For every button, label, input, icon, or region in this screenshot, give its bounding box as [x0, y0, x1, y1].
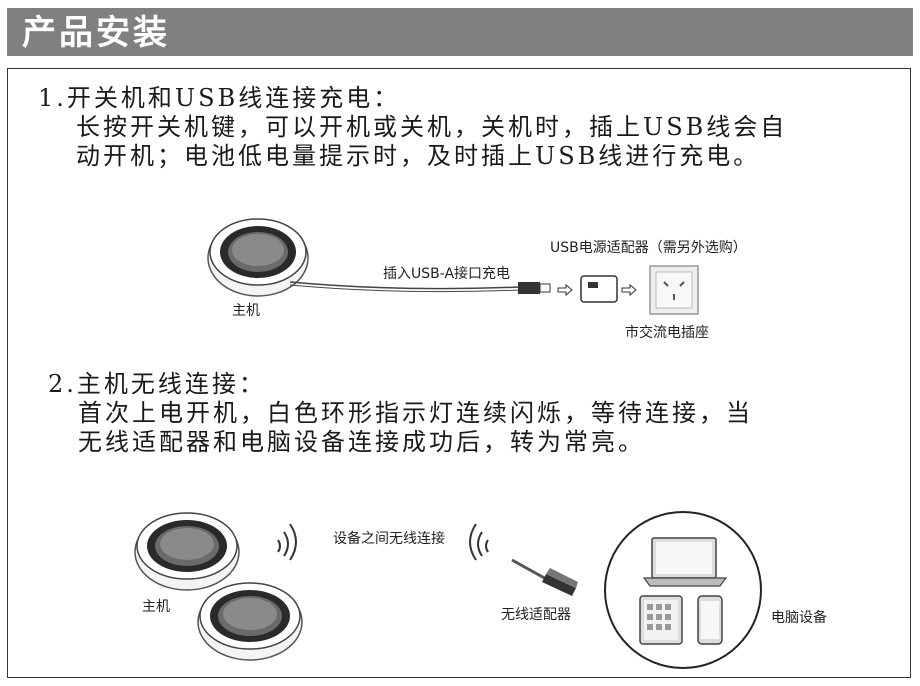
wireless-signal-icon	[469, 523, 489, 561]
computer-devices-icon	[604, 511, 762, 669]
header-bar	[7, 8, 913, 56]
usb-adapter-icon	[580, 275, 618, 303]
step2-body-line1: 首次上电开机，白色环形指示灯连续闪烁，等待连接，当	[78, 399, 753, 427]
step1-body-line1: 长按开关机键，可以开机或关机，关机时，插上USB线会自	[76, 113, 788, 141]
step1-body-line2: 动开机；电池低电量提示时，及时插上USB线进行充电。	[76, 142, 761, 170]
adapter-label: USB电源适配器（需另外选购）	[550, 240, 747, 256]
wireless-label: 设备之间无线连接	[333, 531, 445, 547]
page-title: 产品安装	[22, 13, 170, 53]
step2-title: 2.主机无线连接：	[48, 370, 266, 398]
step2-host-label: 主机	[142, 599, 170, 615]
wireless-dongle-icon	[511, 558, 578, 596]
speaker-host-icon	[197, 582, 303, 661]
arrow-icon	[557, 283, 637, 297]
usb-plug-icon	[518, 282, 551, 294]
computer-label: 电脑设备	[771, 610, 827, 626]
step1-host-label: 主机	[232, 303, 260, 319]
cable-label: 插入USB-A接口充电	[383, 266, 511, 282]
socket-label: 市交流电插座	[625, 325, 709, 341]
wall-socket-icon	[649, 265, 699, 315]
dongle-label: 无线适配器	[501, 607, 571, 623]
step1-title: 1.开关机和USB线连接充电：	[38, 84, 401, 112]
content-frame	[7, 68, 911, 678]
step2-body-line2: 无线适配器和电脑设备连接成功后，转为常亮。	[78, 428, 645, 456]
wireless-signal-icon	[277, 523, 297, 561]
speaker-host-icon	[134, 512, 240, 591]
speaker-host-icon	[207, 218, 309, 297]
